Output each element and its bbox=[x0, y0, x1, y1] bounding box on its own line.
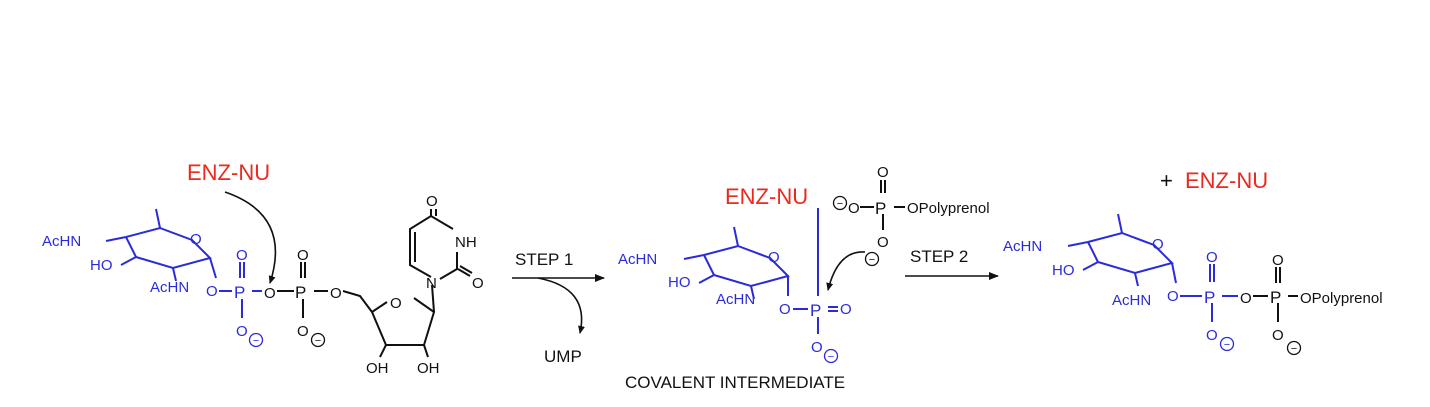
phosphate-oxygen-label: O bbox=[236, 323, 248, 340]
anomeric-oxygen-label: O bbox=[779, 301, 791, 318]
phosphate-alpha bbox=[219, 262, 262, 318]
phosphoryl-oxygen-label: O bbox=[877, 164, 889, 181]
byproduct-label: UMP bbox=[544, 347, 582, 366]
negative-charge-sign: − bbox=[253, 335, 259, 347]
ribose-oxygen-label: O bbox=[390, 295, 402, 312]
sugar-ring-3 bbox=[1067, 213, 1177, 287]
acetamido-label: AcHN bbox=[1003, 238, 1042, 255]
negative-charge-sign: − bbox=[837, 198, 843, 210]
hydroxyl-label: HO bbox=[90, 257, 113, 274]
phosphate-oxygen-label: O bbox=[1272, 327, 1284, 344]
phosphoryl-oxygen-label: O bbox=[840, 301, 852, 318]
anionic-oxygen-label: O bbox=[848, 200, 860, 217]
phosphate-beta bbox=[277, 262, 328, 318]
structure-covalent-intermediate: ENZ-NU AcHN HO AcHN O O P O O − − O bbox=[618, 164, 990, 392]
uracil-imide-label: NH bbox=[455, 234, 477, 251]
phosphate-beta-product bbox=[1253, 267, 1298, 322]
carbonyl-oxygen-label: O bbox=[472, 275, 484, 292]
negative-charge-icon bbox=[832, 195, 848, 211]
phosphorus-label: P bbox=[295, 283, 306, 302]
release-arrow bbox=[537, 277, 585, 334]
enzyme-nucleophile-label: ENZ-NU bbox=[187, 160, 270, 185]
polyprenyl-phosphate: − O P O O OPolyprenol − bbox=[832, 164, 990, 267]
anomeric-oxygen-label: O bbox=[1167, 288, 1179, 305]
ester-oxygen-label: O bbox=[330, 285, 342, 302]
hydroxyl-label: HO bbox=[1052, 262, 1075, 279]
plus-sign: + bbox=[1160, 168, 1173, 193]
hydroxyl-label: OH bbox=[417, 360, 440, 377]
sugar-ring-1 bbox=[105, 208, 217, 282]
polyprenol-label: OPolyprenol bbox=[1300, 290, 1383, 307]
step-1-label: STEP 1 bbox=[515, 250, 573, 269]
step-2-label: STEP 2 bbox=[910, 247, 968, 266]
hydroxyl-label: HO bbox=[668, 274, 691, 291]
ribose-ring bbox=[342, 284, 436, 358]
bridging-oxygen-label: O bbox=[1240, 290, 1252, 307]
phosphorus-label: P bbox=[1270, 288, 1281, 307]
structure-product: + ENZ-NU AcHN HO AcHN O O P O O − O bbox=[1003, 168, 1383, 356]
intermediate-caption: COVALENT INTERMEDIATE bbox=[625, 373, 845, 392]
phosphorus-label: P bbox=[875, 199, 886, 218]
structure-udp-sugar: ENZ-NU AcHN HO AcHN O O P O O − O bbox=[42, 160, 484, 377]
step-1: STEP 1 UMP bbox=[512, 250, 605, 366]
phosphoryl-oxygen-label: O bbox=[236, 247, 248, 264]
phosphate-oxygen-label: O bbox=[877, 234, 889, 251]
negative-charge-sign: − bbox=[1224, 339, 1230, 351]
sugar-ring-2 bbox=[683, 226, 790, 300]
acetamido-label: AcHN bbox=[42, 233, 81, 250]
negative-charge-sign: − bbox=[315, 335, 321, 347]
enzyme-nucleophile-label: ENZ-NU bbox=[725, 184, 808, 209]
acetamido-label: AcHN bbox=[1112, 292, 1151, 309]
phosphorus-label: P bbox=[810, 301, 821, 320]
ring-oxygen-label: O bbox=[768, 249, 780, 266]
carbonyl-oxygen-label: O bbox=[426, 193, 438, 210]
step-2: STEP 2 bbox=[905, 247, 999, 280]
acetamido-label: AcHN bbox=[716, 291, 755, 308]
phosphoryl-oxygen-label: O bbox=[297, 247, 309, 264]
acetamido-label: AcHN bbox=[150, 279, 189, 296]
negative-charge-sign: − bbox=[828, 351, 834, 363]
negative-charge-sign: − bbox=[869, 254, 875, 266]
bridging-oxygen-label: O bbox=[264, 285, 276, 302]
uracil-ring bbox=[409, 209, 473, 280]
uracil-nitrogen-label: N bbox=[426, 275, 437, 292]
acetamido-label: AcHN bbox=[618, 251, 657, 268]
attack-arrow bbox=[826, 251, 866, 291]
phosphate-oxygen-label: O bbox=[297, 323, 309, 340]
negative-charge-sign: − bbox=[1291, 343, 1297, 355]
negative-charge-icon bbox=[823, 348, 839, 364]
phosphoryl-oxygen-label: O bbox=[1206, 249, 1218, 266]
phosphate-oxygen-label: O bbox=[1206, 327, 1218, 344]
enzyme-nucleophile-label: ENZ-NU bbox=[1185, 168, 1268, 193]
ring-oxygen-label: O bbox=[190, 231, 202, 248]
ring-oxygen-label: O bbox=[1152, 236, 1164, 253]
phosphate-alpha-product bbox=[1180, 264, 1238, 322]
hydroxyl-label: OH bbox=[366, 360, 389, 377]
negative-charge-icon bbox=[310, 332, 326, 348]
negative-charge-icon bbox=[864, 251, 880, 267]
phosphate-oxygen-label: O bbox=[811, 339, 823, 356]
phosphorus-label: P bbox=[1204, 288, 1215, 307]
negative-charge-icon bbox=[248, 332, 264, 348]
phosphate-intermediate bbox=[793, 306, 838, 334]
phosphorus-label: P bbox=[234, 283, 245, 302]
negative-charge-icon bbox=[1219, 336, 1235, 352]
negative-charge-icon bbox=[1286, 340, 1302, 356]
attack-arrow bbox=[224, 191, 277, 284]
phosphoryl-oxygen-label: O bbox=[1272, 252, 1284, 269]
anomeric-oxygen-label: O bbox=[206, 283, 218, 300]
polyprenol-label: OPolyprenol bbox=[907, 200, 990, 217]
